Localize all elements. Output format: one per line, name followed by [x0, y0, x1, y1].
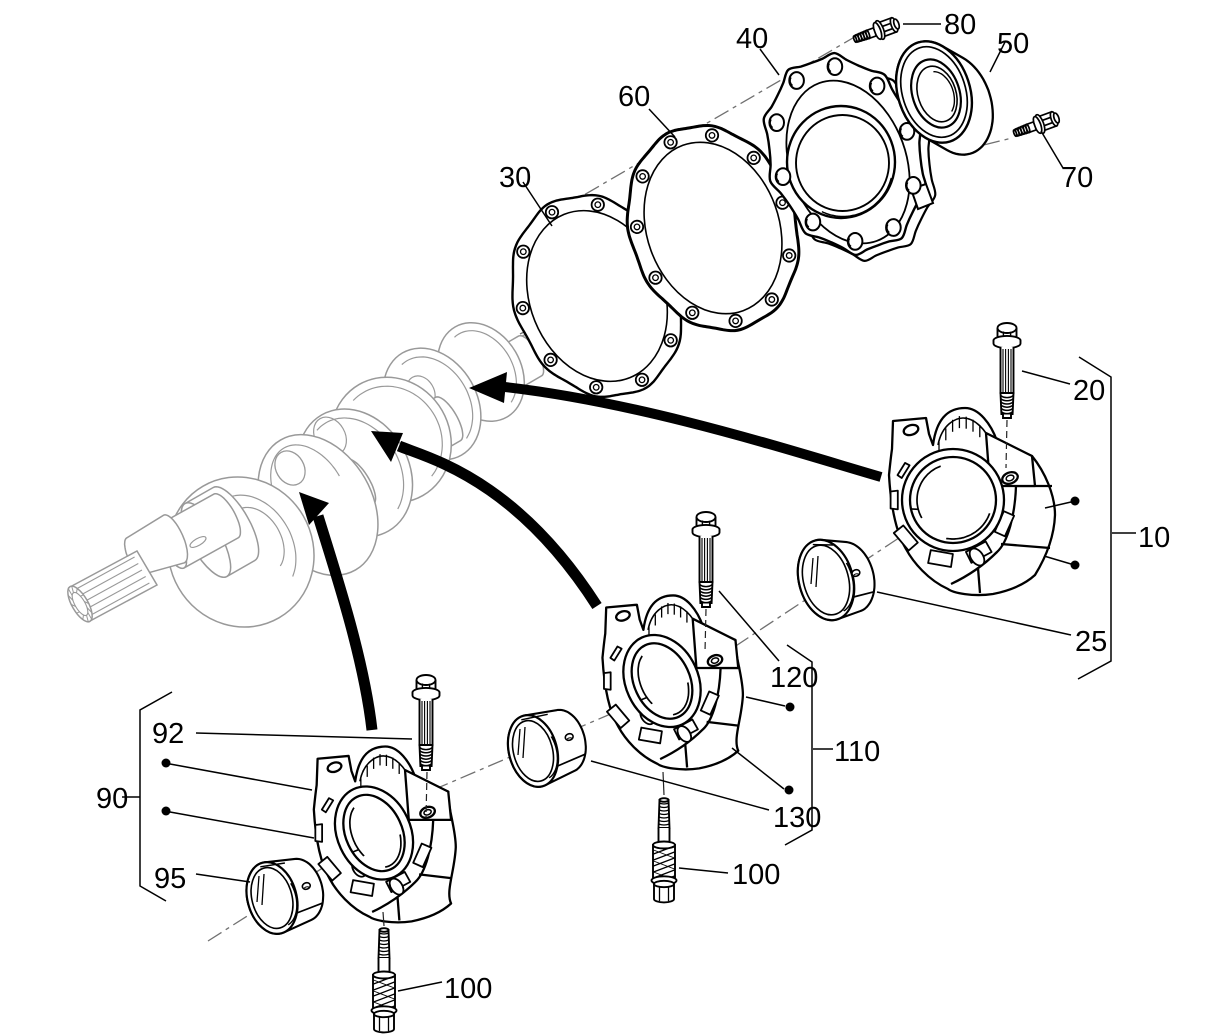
svg-text:90: 90 — [96, 783, 128, 815]
svg-text:20: 20 — [1073, 375, 1105, 407]
svg-text:100: 100 — [444, 973, 492, 1005]
svg-text:120: 120 — [770, 662, 818, 694]
svg-text:25: 25 — [1075, 626, 1107, 658]
svg-text:95: 95 — [154, 863, 186, 895]
svg-text:130: 130 — [773, 802, 821, 834]
svg-text:60: 60 — [618, 81, 650, 113]
svg-text:100: 100 — [732, 859, 780, 891]
svg-text:80: 80 — [944, 9, 976, 41]
svg-text:10: 10 — [1138, 522, 1170, 554]
svg-text:50: 50 — [997, 28, 1029, 60]
svg-text:70: 70 — [1061, 162, 1093, 194]
svg-text:110: 110 — [834, 736, 880, 768]
svg-text:92: 92 — [152, 718, 184, 750]
svg-text:30: 30 — [499, 162, 531, 194]
svg-text:40: 40 — [736, 23, 768, 55]
